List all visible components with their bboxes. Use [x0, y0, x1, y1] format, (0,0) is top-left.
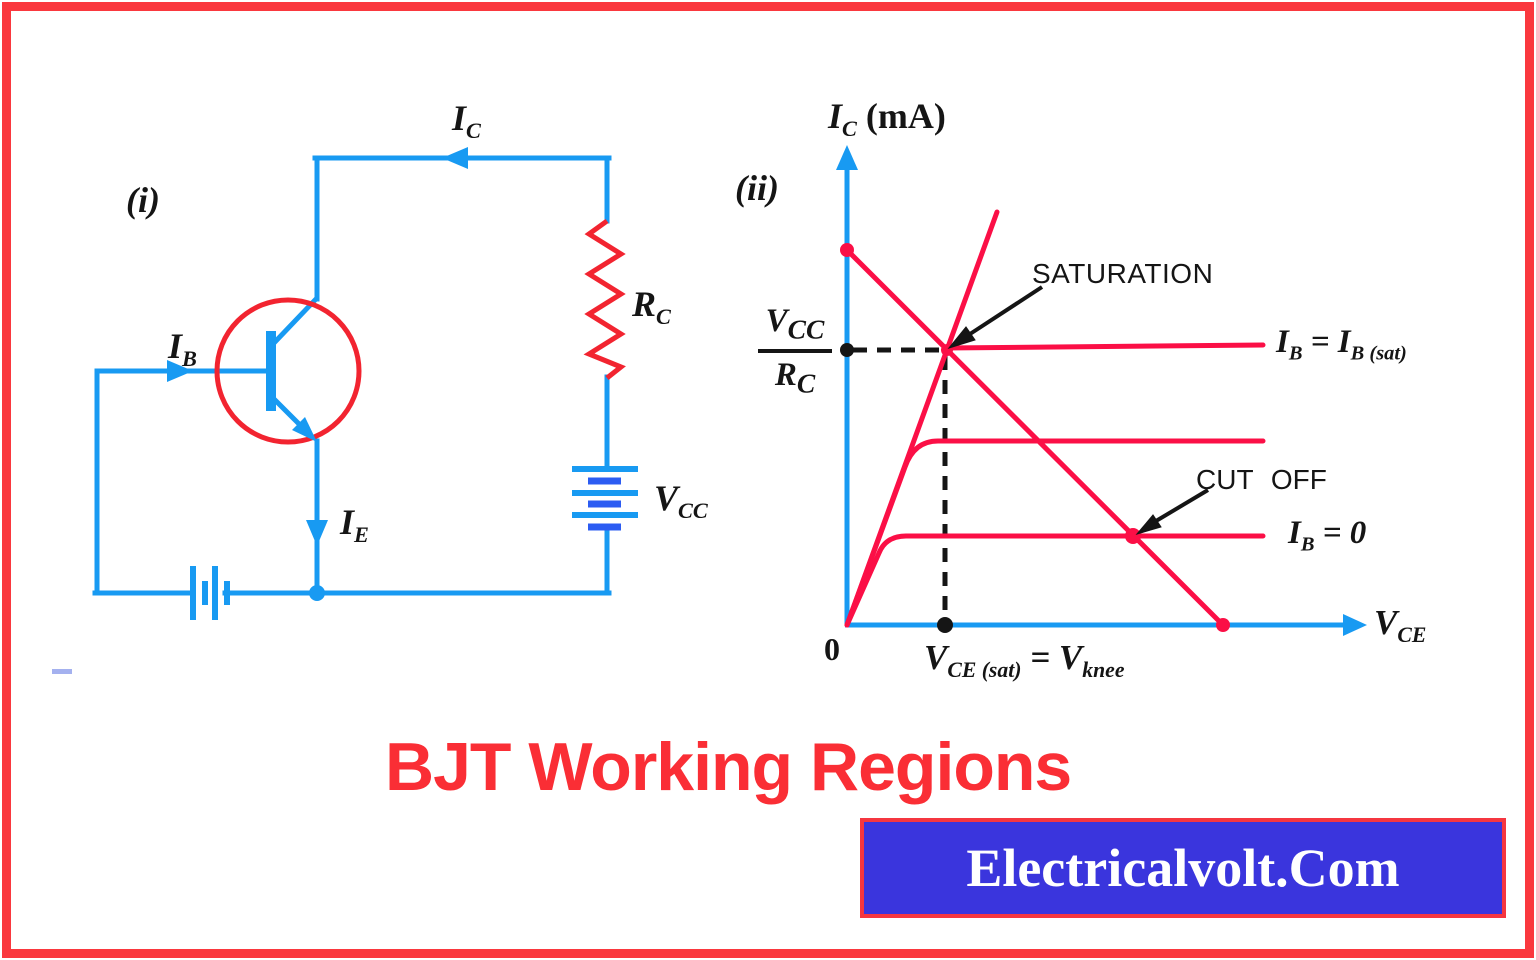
load-line-bottom-dot — [1216, 618, 1230, 632]
vce-axis-label: VCE — [1374, 603, 1427, 647]
ib-zero-curve — [844, 533, 1266, 628]
x-axis-arrow-icon — [1343, 614, 1367, 636]
ib-mid-curve — [844, 438, 1266, 628]
resistor-rc-zigzag — [583, 218, 626, 380]
panel-label-i: (i) — [126, 180, 160, 220]
origin-label: 0 — [824, 631, 840, 667]
stray-mark — [52, 669, 72, 674]
junction-dot — [309, 585, 325, 601]
saturation-pointer-line — [968, 285, 1044, 336]
load-line-top-dot — [840, 243, 854, 257]
ic-arrow-icon — [442, 147, 468, 169]
transistor-collector-lead — [270, 295, 320, 347]
saturation-label: SATURATION — [1032, 258, 1214, 289]
cutoff-pointer-line — [1154, 488, 1210, 523]
vcc-over-rc-label: VCC RC — [756, 302, 834, 399]
rc-label: RC — [632, 284, 671, 330]
emitter-arrow-icon — [292, 417, 317, 442]
ib-label: IB — [168, 326, 197, 372]
transistor-base-bar — [266, 331, 276, 411]
ib-sat-curve — [942, 342, 1266, 351]
ib-zero-label: IB = 0 — [1288, 515, 1367, 556]
ib-arrow-icon — [167, 360, 193, 382]
panel-label-ii: (ii) — [735, 168, 779, 208]
vcc-label: VCC — [654, 478, 708, 524]
transistor-circle — [214, 297, 362, 445]
site-banner: Electricalvolt.Com — [860, 818, 1506, 918]
saturation-pointer-arrow-icon — [947, 326, 976, 349]
fraction-numerator: VCC — [765, 303, 825, 345]
transistor-emitter-lead — [270, 395, 307, 432]
cutoff-label: CUT OFF — [1196, 464, 1327, 495]
y-axis-label: IC (mA) — [828, 96, 946, 142]
fraction-denominator: RC — [774, 356, 816, 399]
ie-label: IE — [340, 502, 369, 548]
load-line — [844, 247, 1226, 628]
vce-sat-axis-dot — [937, 617, 953, 633]
ic-label: IC — [452, 98, 481, 144]
ie-arrow-icon — [306, 520, 328, 546]
vce-sat-label: VCE (sat) = Vknee — [924, 638, 1125, 682]
cutoff-point-dot — [1125, 528, 1141, 544]
ib-sat-label: IB = IB (sat) — [1276, 324, 1407, 365]
page-title: BJT Working Regions — [385, 729, 1072, 805]
vcc-rc-axis-dot — [840, 343, 854, 357]
fraction-bar — [758, 348, 832, 353]
cutoff-pointer-arrow-icon — [1135, 514, 1162, 535]
site-banner-text: Electricalvolt.Com — [966, 838, 1400, 898]
y-axis-arrow-icon — [836, 145, 858, 170]
